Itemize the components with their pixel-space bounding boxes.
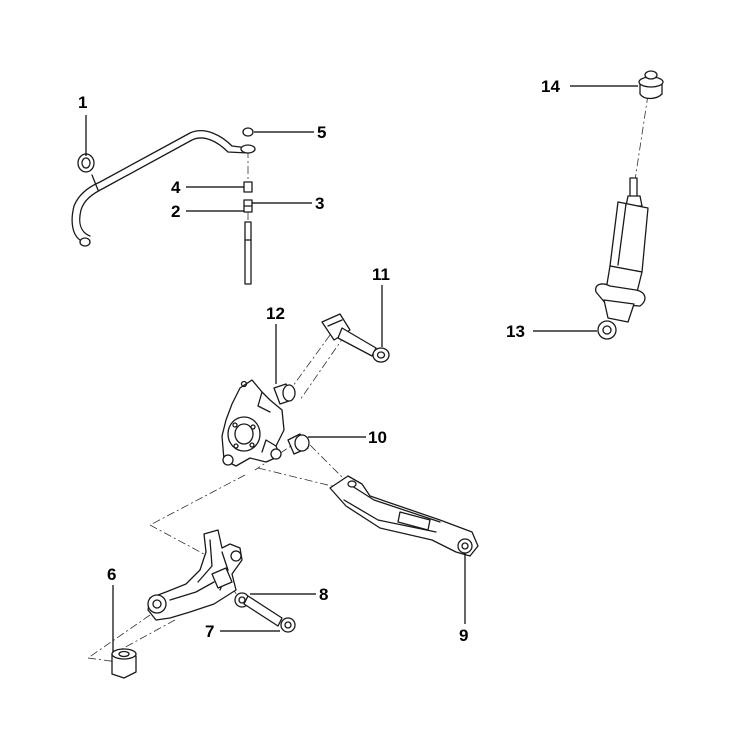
callout-6: 6 [107,565,116,584]
callout-14: 14 [541,77,560,96]
wheel-knuckle [221,379,285,467]
lower-control-arm [329,475,479,557]
trailing-arm [147,529,243,621]
link-top-eye [240,144,256,154]
upper-control-arm [321,313,390,363]
callout-9: 9 [459,626,468,645]
callout-1: 1 [78,93,87,112]
callout-numbers: 1 2 3 4 5 6 7 8 9 10 11 12 13 14 [78,77,560,645]
callout-8: 8 [319,585,328,604]
leader-lines [85,85,638,652]
callout-12: 12 [266,304,285,323]
callout-7: 7 [205,622,214,641]
callout-10: 10 [368,428,387,447]
callout-13: 13 [506,322,525,341]
shock-absorber-assembly [595,70,664,340]
callout-5: 5 [317,123,326,142]
callout-2: 2 [171,202,180,221]
nut [242,127,254,137]
toe-link [234,592,296,633]
upper-bush [243,181,253,193]
damper-body [609,201,649,273]
stabilizer-link-assembly [240,127,256,285]
callout-4: 4 [171,178,181,197]
knuckle-bushes [273,383,310,455]
callout-11: 11 [372,265,390,284]
trailing-arm-bush [111,648,137,679]
callout-3: 3 [315,194,324,213]
stabilizer-bar [71,130,249,247]
top-mount [639,83,663,100]
stabilizer-link-bolt [244,221,252,285]
